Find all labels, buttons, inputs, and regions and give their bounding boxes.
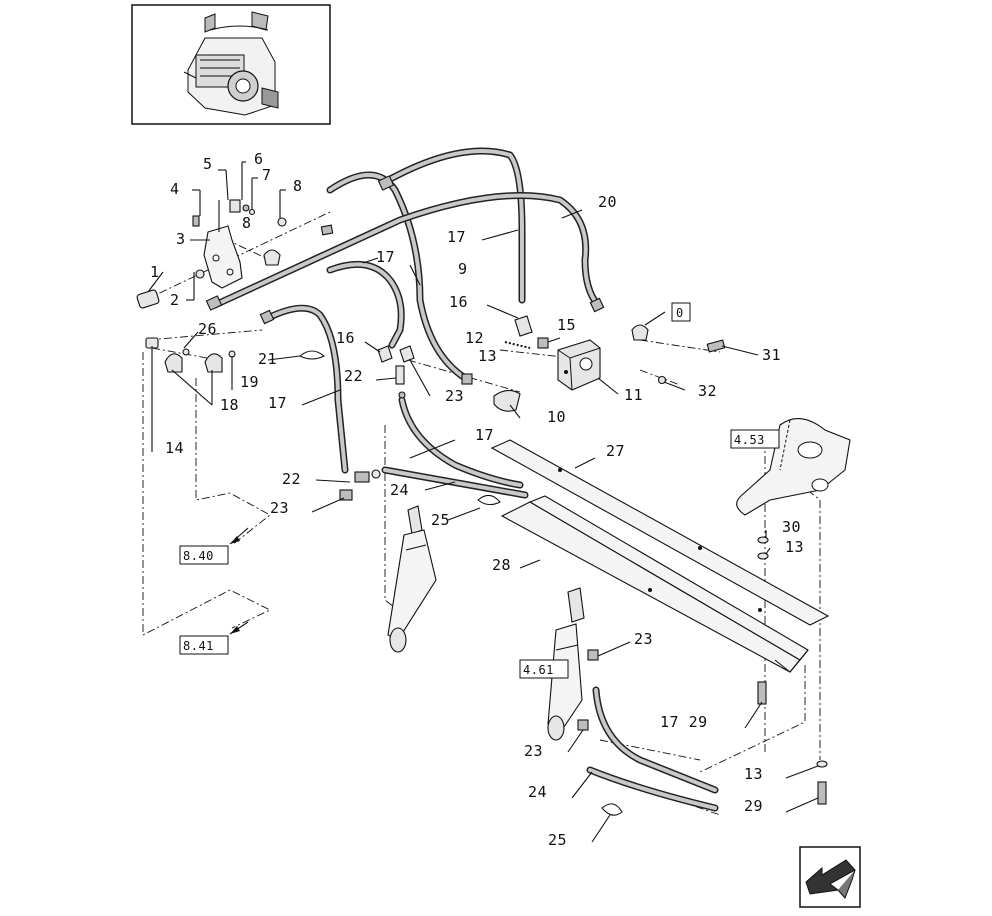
callout-5: 5 <box>203 155 213 173</box>
callout-17-top: 17 <box>447 228 466 246</box>
callout-12: 12 <box>465 329 484 347</box>
callout-27: 27 <box>606 442 625 460</box>
callout-24-lower: 24 <box>528 783 547 801</box>
callout-2: 2 <box>170 291 180 309</box>
callout-23-a: 23 <box>445 387 464 405</box>
hoses <box>211 147 719 812</box>
mounting-bracket <box>203 200 243 289</box>
reference-label: 0 <box>676 306 684 320</box>
ref-box-453[interactable]: 4.53 <box>730 429 780 449</box>
callout-3: 3 <box>176 230 186 248</box>
callout-13-top: 13 <box>478 347 497 365</box>
next-page-arrow-icon[interactable] <box>799 846 861 908</box>
ref-box-841[interactable]: 8.41 <box>179 621 249 655</box>
callout-8a: 8 <box>242 214 252 232</box>
cylinder-left <box>387 505 437 653</box>
callout-11: 11 <box>624 386 643 404</box>
callout-13-lower: 13 <box>744 765 763 783</box>
callout-17-lower: 17 <box>475 426 494 444</box>
reference-label: 4.61 <box>523 663 554 677</box>
callout-18: 18 <box>220 396 239 414</box>
callout-6: 6 <box>254 150 264 168</box>
ref-box-0[interactable]: 0 <box>671 302 691 322</box>
callout-1: 1 <box>150 263 160 281</box>
callout-29-lower: 29 <box>744 797 763 815</box>
callout-9: 9 <box>458 260 468 278</box>
callout-30: 30 <box>782 518 801 536</box>
callout-23-c: 23 <box>634 630 653 648</box>
fittings <box>136 175 828 816</box>
callout-22-mid: 22 <box>344 367 363 385</box>
callout-20: 20 <box>598 193 617 211</box>
callout-26: 26 <box>198 320 217 338</box>
callout-32: 32 <box>698 382 717 400</box>
callout-13-right: 13 <box>785 538 804 556</box>
callout-17-upper: 17 <box>376 248 395 266</box>
reference-label: 8.41 <box>183 639 214 653</box>
reference-boxes: 0 4.53 8.40 8.41 4.61 <box>179 302 780 679</box>
callout-14: 14 <box>165 439 184 457</box>
callout-25-lower: 25 <box>548 831 567 849</box>
tractor-overview-icon <box>183 11 279 116</box>
callout-19: 19 <box>240 373 259 391</box>
callout-17-mid: 17 <box>268 394 287 412</box>
callout-4: 4 <box>170 180 180 198</box>
phantom-lines <box>142 211 821 816</box>
callout-17-29: 17 29 <box>660 713 708 731</box>
callout-24-upper: 24 <box>390 481 409 499</box>
callout-10: 10 <box>547 408 566 426</box>
callout-22-lower: 22 <box>282 470 301 488</box>
callout-23-d: 23 <box>524 742 543 760</box>
support-plates <box>490 439 830 673</box>
lift-arm-bracket <box>736 418 851 516</box>
overview-thumbnail <box>131 4 331 125</box>
leader-lines <box>147 161 819 843</box>
callout-25-upper: 25 <box>431 511 450 529</box>
callout-16-right: 16 <box>449 293 468 311</box>
callout-31: 31 <box>762 346 781 364</box>
callout-23-b: 23 <box>270 499 289 517</box>
callout-21: 21 <box>258 350 277 368</box>
ref-box-840[interactable]: 8.40 <box>179 527 249 565</box>
callout-labels: 1 2 3 4 5 6 7 8 8 9 10 11 12 13 14 15 16… <box>150 150 804 849</box>
callout-15: 15 <box>557 316 576 334</box>
reference-label: 4.53 <box>734 433 765 447</box>
reference-label: 8.40 <box>183 549 214 563</box>
valve-block <box>557 339 601 391</box>
ref-box-461[interactable]: 4.61 <box>519 659 569 679</box>
callout-28: 28 <box>492 556 511 574</box>
callout-8b: 8 <box>293 177 303 195</box>
callout-16-mid: 16 <box>336 329 355 347</box>
callout-7: 7 <box>262 166 272 184</box>
